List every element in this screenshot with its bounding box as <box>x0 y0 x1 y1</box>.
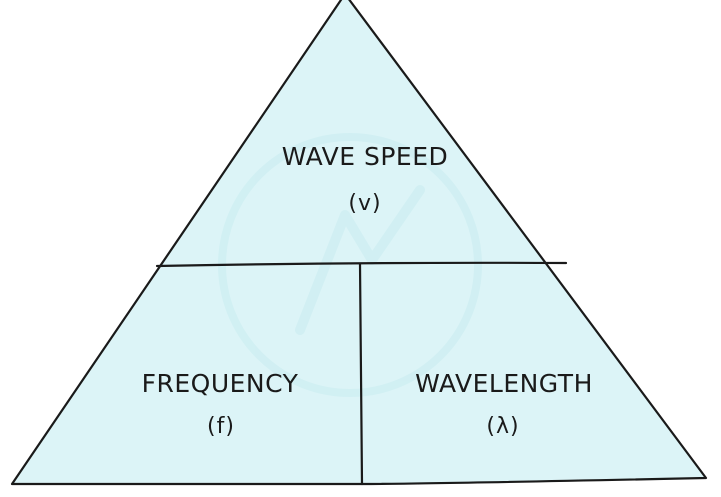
wavelength-symbol: (λ) <box>486 414 520 439</box>
wave-speed-symbol: (v) <box>348 191 382 216</box>
wave-speed-label: WAVE SPEED <box>281 142 449 171</box>
wavelength-label: WAVELENGTH <box>415 369 593 398</box>
vertical-divider <box>358 262 364 486</box>
frequency-label: FREQUENCY <box>141 369 299 398</box>
frequency-symbol: (f) <box>207 414 235 439</box>
